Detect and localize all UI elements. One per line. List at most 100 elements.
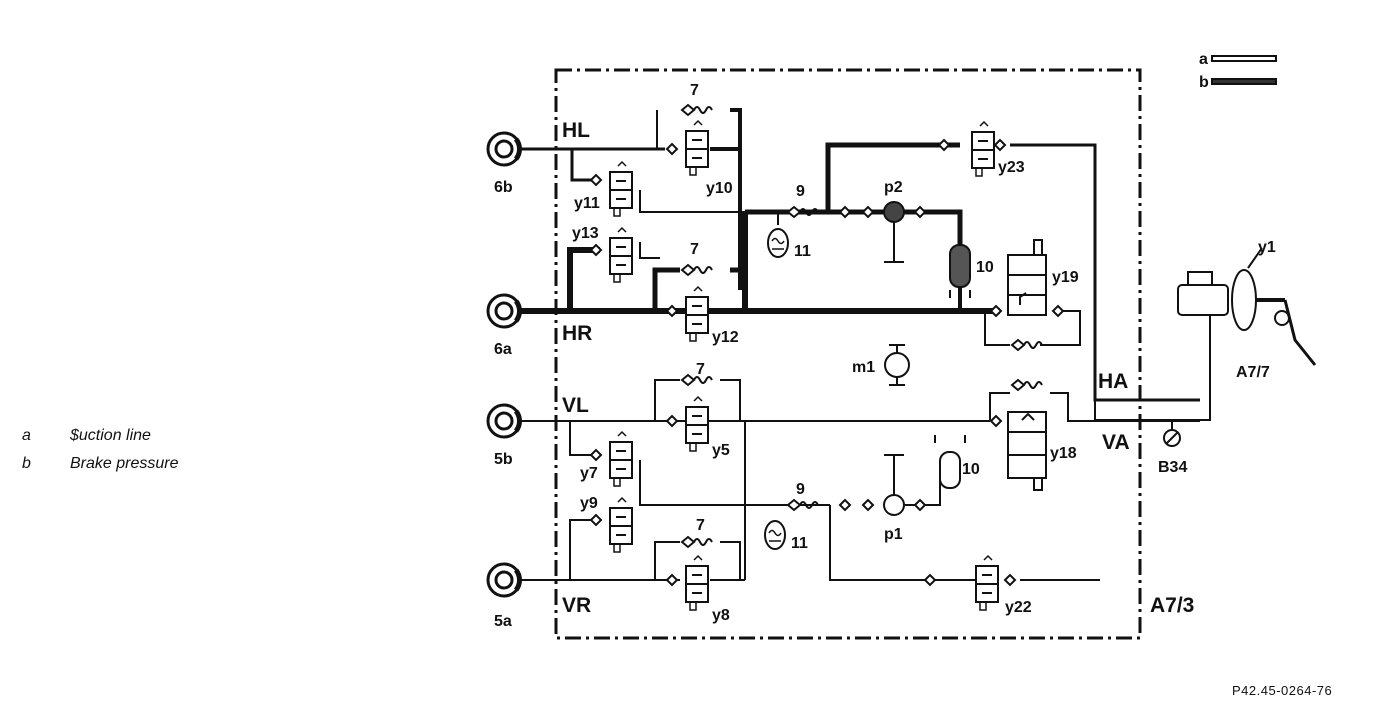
fitting-icon <box>938 139 950 151</box>
label-y19: y19 <box>1052 269 1079 286</box>
fitting-icon <box>666 415 678 427</box>
fitting-icon <box>590 514 602 526</box>
fitting-icon <box>924 574 936 586</box>
label-va: VA <box>1102 431 1130 454</box>
legend-key: b <box>22 455 31 472</box>
valve-y9-icon <box>609 497 633 553</box>
label-hr: HR <box>562 322 592 345</box>
wheel-5a-icon <box>488 564 520 596</box>
legend-item-suction-line: a $uction line <box>22 422 179 450</box>
label-a7-3: A7/3 <box>1150 594 1194 617</box>
label-y9: y9 <box>580 495 598 512</box>
legend: a $uction line b Brake pressure <box>22 422 179 478</box>
valve-y8-icon <box>685 555 709 611</box>
fitting-icon <box>666 305 678 317</box>
label-p1: p1 <box>884 526 903 543</box>
label-b34: B34 <box>1158 459 1187 476</box>
valve-y11-icon <box>609 161 633 217</box>
label-y18: y18 <box>1050 445 1077 462</box>
fitting-icon <box>914 206 926 218</box>
label-7: 7 <box>696 361 705 378</box>
label-7: 7 <box>690 82 699 99</box>
damper-icon <box>949 244 971 288</box>
valve-y18-icon <box>1007 411 1047 491</box>
label-y13: y13 <box>572 225 599 242</box>
label-7: 7 <box>696 517 705 534</box>
fitting-icon <box>990 305 1002 317</box>
check-valve-icon <box>681 536 713 548</box>
label-hl: HL <box>562 119 590 142</box>
fitting-icon <box>994 139 1006 151</box>
fitting-icon <box>862 206 874 218</box>
fitting-icon <box>1052 305 1064 317</box>
fitting-icon <box>990 415 1002 427</box>
label-9: 9 <box>796 481 805 498</box>
legend-text: $uction line <box>70 427 151 444</box>
legend-key-a: a <box>1199 51 1208 68</box>
valve-y7-icon <box>609 431 633 487</box>
label-10: 10 <box>976 259 994 276</box>
label-ha: HA <box>1098 370 1128 393</box>
fitting-icon <box>590 174 602 186</box>
fitting-icon <box>590 244 602 256</box>
check-valve-icon <box>681 104 713 116</box>
label-vr: VR <box>562 594 591 617</box>
label-11: 11 <box>791 535 808 552</box>
check-valve-icon <box>681 264 713 276</box>
suction-line-sample <box>1211 55 1277 62</box>
label-p2: p2 <box>884 179 903 196</box>
legend-text: Brake pressure <box>70 455 179 472</box>
fitting-icon <box>839 206 851 218</box>
pump-p2-icon <box>883 201 905 223</box>
fitting-icon <box>839 499 851 511</box>
label-y12: y12 <box>712 329 739 346</box>
valve-y23-icon <box>971 121 995 177</box>
check-valve-icon <box>1011 379 1043 391</box>
label-7: 7 <box>690 241 699 258</box>
sensor-b34-icon <box>1163 429 1181 447</box>
label-5b: 5b <box>494 451 513 468</box>
legend-item-brake-pressure: b Brake pressure <box>22 450 179 478</box>
wheel-6a-icon <box>488 295 520 327</box>
fitting-icon <box>914 499 926 511</box>
label-6b: 6b <box>494 179 513 196</box>
line-type-legend: a b <box>1199 51 1277 91</box>
valve-y13-icon <box>609 227 633 283</box>
motor-m1-icon <box>884 344 910 386</box>
label-y11: y11 <box>574 195 600 212</box>
label-a7-7: A7/7 <box>1236 364 1270 381</box>
control-unit-boundary <box>554 68 1142 640</box>
valve-y19-icon <box>1007 239 1047 316</box>
label-y5: y5 <box>712 442 730 459</box>
legend-key-b: b <box>1199 74 1209 91</box>
label-m1: m1 <box>852 359 875 376</box>
check-valve-icon <box>1011 339 1043 351</box>
fitting-icon <box>590 449 602 461</box>
valve-y10-icon <box>685 120 709 176</box>
reference-number: P42.45-0264-76 <box>1232 683 1333 698</box>
label-6a: 6a <box>494 341 512 358</box>
label-9: 9 <box>796 183 805 200</box>
label-y23: y23 <box>998 159 1025 176</box>
label-y8: y8 <box>712 607 730 624</box>
label-vl: VL <box>562 394 589 417</box>
valve-y12-icon <box>685 286 709 342</box>
legend-key: a <box>22 427 31 444</box>
label-y22: y22 <box>1005 599 1032 616</box>
valve-y22-icon <box>975 555 999 611</box>
label-10: 10 <box>962 461 980 478</box>
brake-pressure-sample <box>1211 78 1277 85</box>
label-y1: y1 <box>1258 239 1276 256</box>
fitting-icon <box>1004 574 1016 586</box>
damper-icon <box>939 451 961 489</box>
label-y7: y7 <box>580 465 598 482</box>
master-cylinder-icon <box>1177 247 1317 366</box>
pump-p1-icon <box>883 494 905 516</box>
label-11: 11 <box>794 243 811 260</box>
fitting-icon <box>666 143 678 155</box>
fitting-icon <box>862 499 874 511</box>
wheel-5b-icon <box>488 405 520 437</box>
accumulator-icon <box>767 228 789 258</box>
fitting-icon <box>666 574 678 586</box>
